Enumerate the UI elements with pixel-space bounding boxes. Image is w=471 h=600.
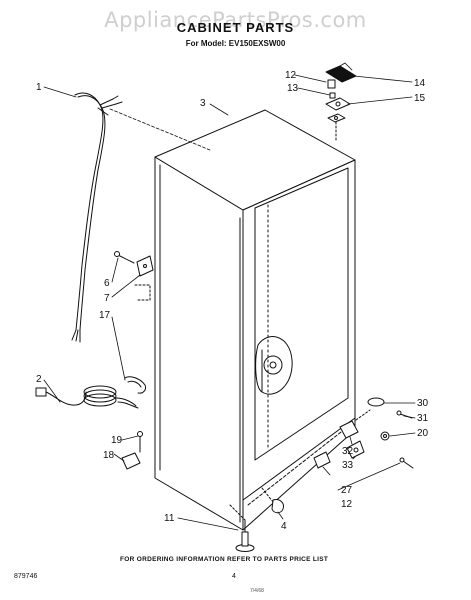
callout-6: 6 xyxy=(104,278,110,289)
watermark: AppliancePartsPros.com xyxy=(104,8,367,32)
bracket-and-screw xyxy=(121,431,143,470)
fan-housing xyxy=(255,336,293,395)
cabinet-shell xyxy=(154,109,356,531)
callout-1: 1 xyxy=(36,82,42,93)
screw-and-clip xyxy=(114,251,154,277)
ordering-info-note: FOR ORDERING INFORMATION REFER TO PARTS … xyxy=(120,556,329,563)
callout-30: 30 xyxy=(417,398,429,409)
wire-harness xyxy=(71,92,123,343)
leveling-leg xyxy=(229,504,255,552)
callout-18: 18 xyxy=(103,450,115,461)
top-hinge-parts xyxy=(325,62,357,141)
callout-2: 2 xyxy=(36,374,42,385)
callout-13: 13 xyxy=(287,83,299,94)
diagram-title: CABINET PARTS xyxy=(176,20,295,35)
roller xyxy=(261,487,284,514)
callout-20: 20 xyxy=(417,428,429,439)
callout-17: 17 xyxy=(99,310,111,321)
callout-3: 3 xyxy=(200,98,206,109)
callout-4: 4 xyxy=(281,521,287,532)
callout-31: 31 xyxy=(417,413,429,424)
callout-33: 33 xyxy=(342,460,354,471)
lower-right-parts xyxy=(313,397,414,469)
callout-32: 32 xyxy=(342,446,354,457)
leader-lines xyxy=(43,74,416,531)
callout-14: 14 xyxy=(414,78,426,89)
callout-11: 11 xyxy=(164,513,175,524)
callout-12-bottom: 12 xyxy=(341,499,353,510)
callout-numbers: 1 3 12 13 14 15 6 7 17 2 19 18 11 4 30 3… xyxy=(36,70,429,532)
model-line: For Model: EV150EXSW00 xyxy=(185,39,286,48)
power-cord xyxy=(35,385,139,409)
callout-12-top: 12 xyxy=(285,70,297,81)
diagram-code: 879746 xyxy=(14,573,38,580)
callout-19: 19 xyxy=(111,435,123,446)
date-stamp: 7/4/68 xyxy=(250,588,264,594)
page-number: 4 xyxy=(232,573,236,580)
callout-27: 27 xyxy=(341,485,353,496)
callout-7: 7 xyxy=(104,293,110,304)
strain-relief xyxy=(124,284,151,394)
callout-15: 15 xyxy=(414,93,426,104)
